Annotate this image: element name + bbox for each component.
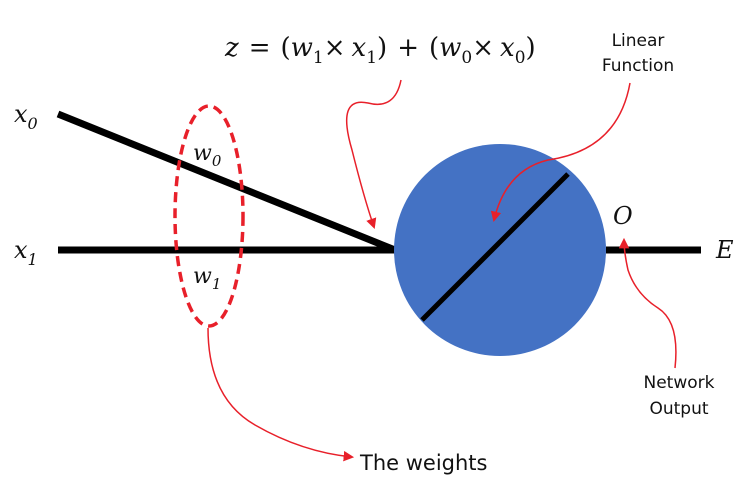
- neuron-circle: [394, 144, 606, 356]
- error-symbol: E: [715, 236, 734, 264]
- weights-arrow: [207, 327, 355, 462]
- linear-function-arrow: [490, 82, 631, 223]
- network-output-arrow: [618, 237, 677, 369]
- input-line-x0: [56, 110, 397, 254]
- weight-label-w0: w0: [193, 141, 222, 170]
- formula: z=(w1×x1)+(w0×x0): [224, 33, 536, 68]
- formula-arrow: [345, 79, 402, 229]
- weights-ellipse: [173, 104, 245, 328]
- weight-label-w1: w1: [193, 264, 221, 293]
- weights-annotation: The weights: [359, 451, 487, 475]
- output-symbol: O: [613, 202, 633, 230]
- input-label-x1: x1: [14, 236, 38, 269]
- linear-function-line: [420, 172, 570, 322]
- input-label-x0: x0: [14, 100, 38, 133]
